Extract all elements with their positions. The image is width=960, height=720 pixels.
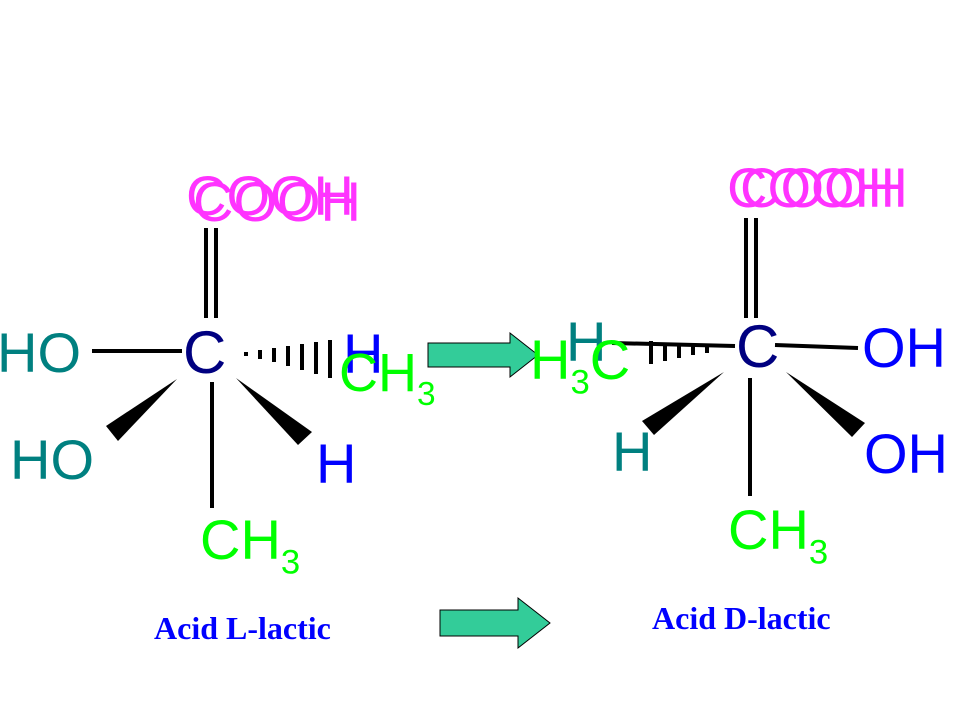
- right-hydroxyl-bottom: OH: [864, 422, 948, 485]
- right-methyl-overlay-main: H: [530, 328, 571, 391]
- left-carboxyl-group: COOH: [193, 170, 361, 233]
- left-center-carbon: C: [183, 319, 227, 386]
- left-molecule-caption: Acid L-lactic: [154, 610, 331, 646]
- right-solid-wedge-bond-left: [642, 372, 724, 435]
- bottom-transformation-arrow-icon: [439, 596, 551, 650]
- right-methyl-overlay-subscript: 3: [570, 363, 590, 402]
- left-solid-wedge-bond-right: [236, 378, 312, 445]
- right-hydrogen-bond: [611, 341, 736, 348]
- left-methyl-group-main: CH: [200, 508, 281, 571]
- left-methyl-overlay-main: CH: [339, 343, 417, 403]
- right-hashed-wedge-bond: [649, 341, 709, 364]
- right-methyl-group: CH3: [728, 502, 828, 570]
- left-methyl-overlay-subscript: 3: [417, 376, 436, 414]
- top-transformation-arrow-icon: [427, 331, 539, 379]
- left-carboxyl-group-back: COOH: [186, 164, 354, 227]
- left-carboxyl-double-bond: [204, 228, 218, 318]
- right-methyl-group-main: CH: [728, 498, 809, 561]
- right-carboxyl-group: COOH: [740, 156, 908, 219]
- left-methyl-group: CH3: [200, 512, 300, 580]
- right-methyl-group-subscript: 3: [808, 533, 829, 572]
- right-hydrogen-bottom: H: [612, 420, 653, 483]
- left-methyl-overlay: CH3: [339, 343, 436, 411]
- right-methyl-overlay: H3C: [530, 332, 630, 400]
- left-hydroxyl-top: HO: [0, 321, 81, 384]
- right-carboxyl-group-back: COOH: [727, 156, 895, 219]
- right-hydrogen-top: H: [566, 310, 607, 373]
- left-methyl-group-subscript: 3: [280, 543, 301, 582]
- right-solid-wedge-bond-right: [786, 372, 865, 437]
- left-hydroxyl-bottom: HO: [10, 428, 94, 491]
- left-solid-wedge-bond-left: [106, 379, 177, 441]
- left-hydrogen-bottom: H: [316, 432, 357, 495]
- left-hashed-wedge-bond: [244, 340, 332, 378]
- right-hydroxyl-top: OH: [862, 316, 946, 379]
- right-carboxyl-double-bond: [744, 218, 758, 318]
- right-molecule-caption: Acid D-lactic: [652, 600, 831, 636]
- right-hydroxyl-bond: [774, 343, 859, 350]
- right-methyl-overlay-tail: C: [589, 328, 631, 391]
- left-hydrogen-top: H: [343, 322, 384, 385]
- right-center-carbon: C: [736, 313, 780, 380]
